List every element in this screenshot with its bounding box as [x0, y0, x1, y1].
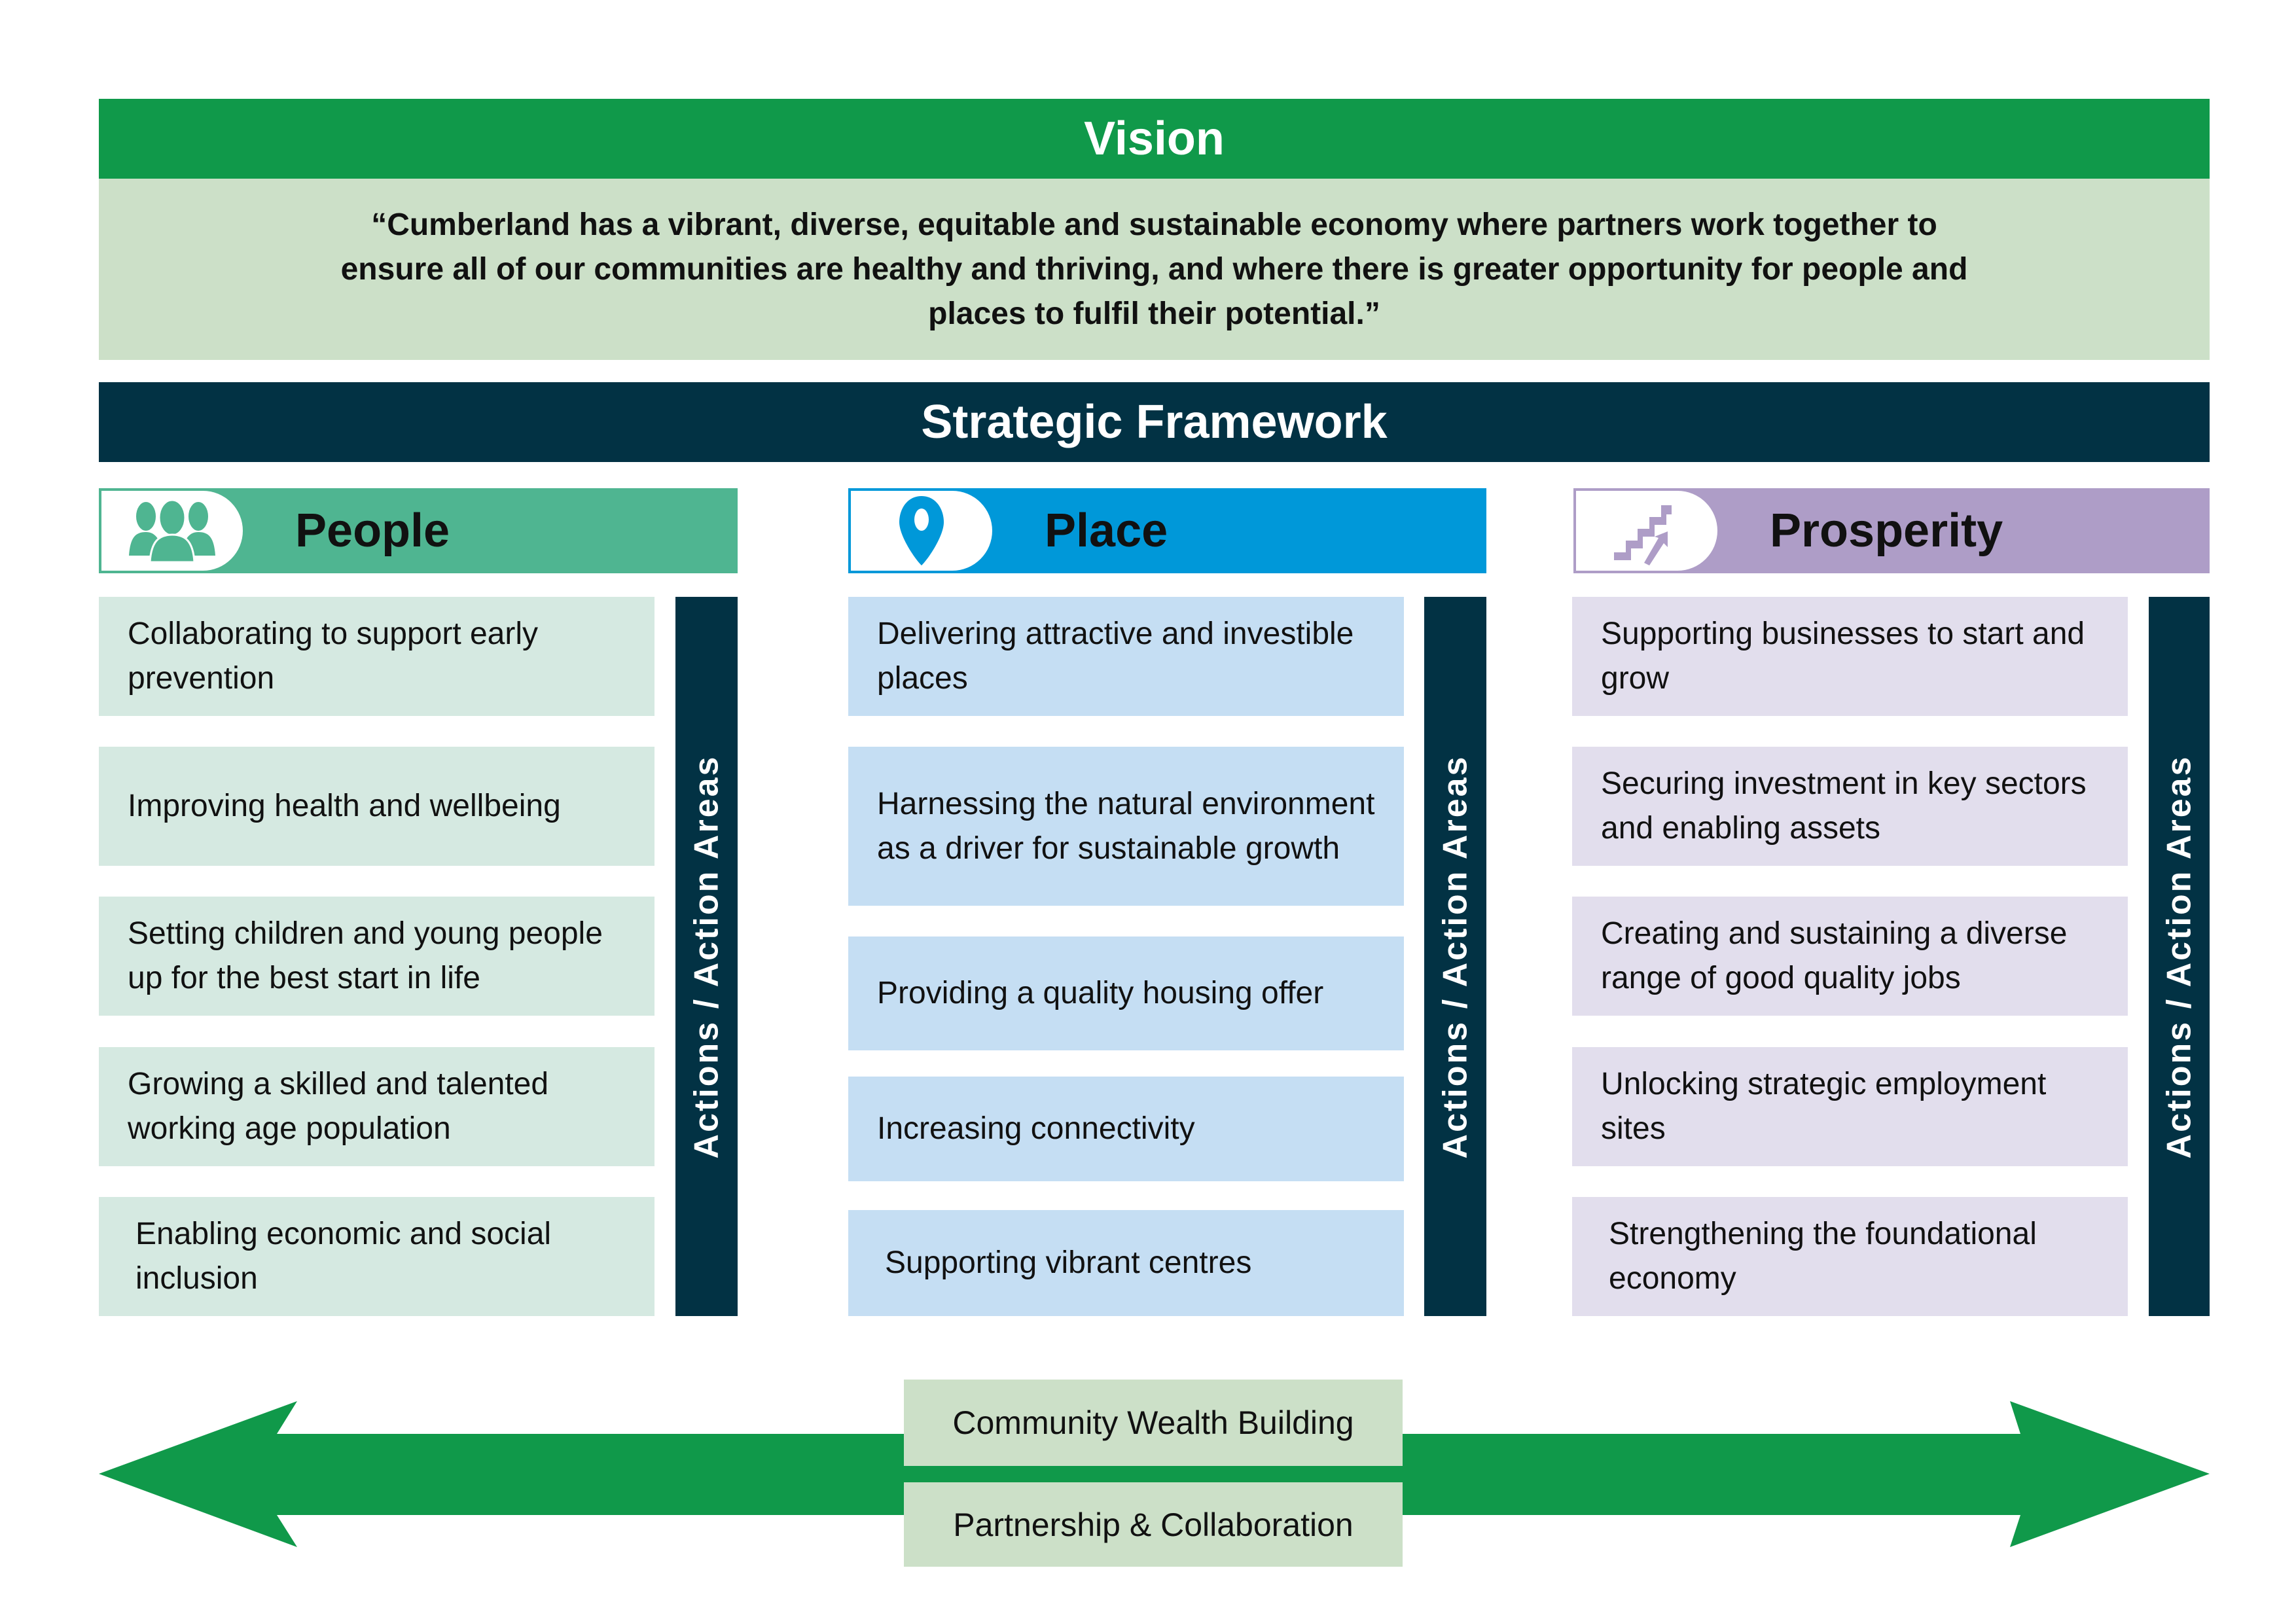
- people-group-icon: [129, 499, 215, 563]
- stairs-growth-icon: [1614, 505, 1672, 565]
- pillar-title: People: [295, 505, 450, 557]
- people-action-item: Growing a skilled and talented working a…: [99, 1047, 655, 1166]
- place-actions-bar: Actions / Action Areas: [1424, 597, 1486, 1316]
- people-action-item: Collaborating to support early preventio…: [99, 597, 655, 716]
- vision-quote: “Cumberland has a vibrant, diverse, equi…: [340, 207, 1968, 331]
- vision-title: Vision: [1084, 113, 1225, 165]
- cross-cutting-item-partnership: Partnership & Collaboration: [904, 1482, 1403, 1567]
- pillar-icon-tab: [1576, 491, 1717, 571]
- people-action-item: Setting children and young people up for…: [99, 897, 655, 1016]
- prosperity-action-item: Supporting businesses to start and grow: [1572, 597, 2128, 716]
- place-action-item: Providing a quality housing offer: [848, 936, 1404, 1050]
- pillar-icon-tab: [851, 491, 992, 571]
- prosperity-action-item: Strengthening the foundational economy: [1572, 1197, 2128, 1316]
- people-action-item: Enabling economic and social inclusion: [99, 1197, 655, 1316]
- place-action-item: Delivering attractive and investible pla…: [848, 597, 1404, 716]
- strategic-framework-title: Strategic Framework: [921, 396, 1388, 448]
- people-actions-bar: Actions / Action Areas: [675, 597, 738, 1316]
- prosperity-action-item: Securing investment in key sectors and e…: [1572, 747, 2128, 866]
- pillar-icon-tab: [101, 491, 243, 571]
- vision-header: Vision: [99, 99, 2210, 179]
- place-action-item: Supporting vibrant centres: [848, 1210, 1404, 1316]
- pillar-header-people: People: [99, 488, 738, 573]
- place-action-item: Increasing connectivity: [848, 1077, 1404, 1181]
- pillar-header-place: Place: [848, 488, 1486, 573]
- prosperity-action-item: Unlocking strategic employment sites: [1572, 1047, 2128, 1166]
- place-action-item: Harnessing the natural environment as a …: [848, 747, 1404, 906]
- people-action-item: Improving health and wellbeing: [99, 747, 655, 866]
- pillar-title: Place: [1045, 505, 1168, 557]
- vision-statement-panel: “Cumberland has a vibrant, diverse, equi…: [99, 179, 2210, 360]
- pillar-header-prosperity: Prosperity: [1573, 488, 2210, 573]
- prosperity-action-item: Creating and sustaining a diverse range …: [1572, 897, 2128, 1016]
- strategic-framework-header: Strategic Framework: [99, 382, 2210, 462]
- pillar-title: Prosperity: [1770, 505, 2003, 557]
- prosperity-actions-bar: Actions / Action Areas: [2149, 597, 2210, 1316]
- map-pin-icon: [899, 496, 944, 565]
- cross-cutting-item-community-wealth: Community Wealth Building: [904, 1380, 1403, 1466]
